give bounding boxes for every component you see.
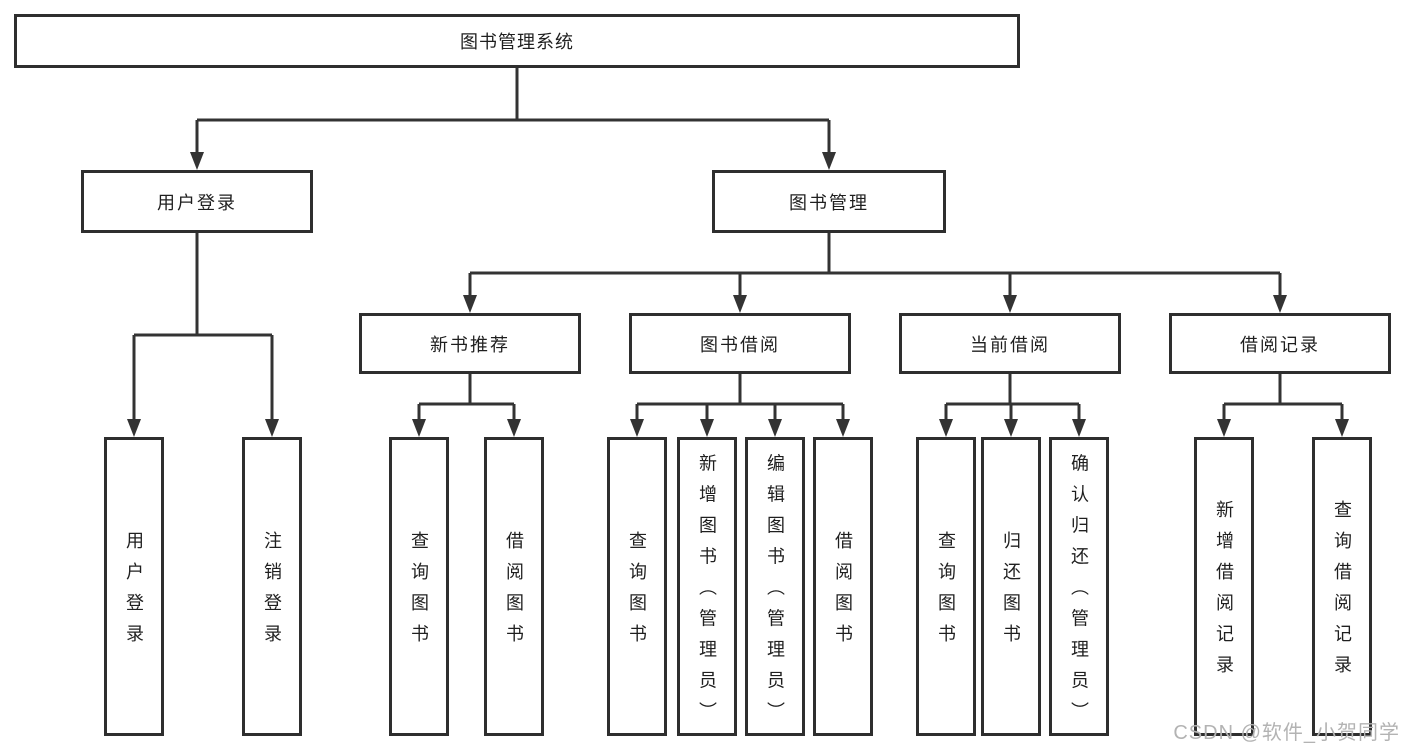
- node-library-management-system: 图书管理系统: [14, 14, 1020, 68]
- leaf-query-books-current: 查询图书: [916, 437, 976, 736]
- leaf-query-borrow-record: 查询借阅记录: [1312, 437, 1372, 736]
- leaf-edit-books-admin: 编辑图书（管理员）: [745, 437, 805, 736]
- leaf-add-borrow-record: 新增借阅记录: [1194, 437, 1254, 736]
- node-label: 借阅图书: [833, 530, 853, 655]
- node-label: 借阅图书: [504, 530, 524, 655]
- node-label: 用户登录: [124, 530, 144, 655]
- node-label: 注销登录: [262, 530, 282, 655]
- node-label: 编辑图书（管理员）: [765, 453, 785, 732]
- node-label: 查询图书: [627, 530, 647, 655]
- node-label: 图书管理: [789, 192, 869, 213]
- leaf-user-login: 用户登录: [104, 437, 164, 736]
- leaf-borrow-books: 借阅图书: [813, 437, 873, 736]
- node-label: 查询图书: [936, 530, 956, 655]
- csdn-watermark: CSDN @软件_小贺同学: [1173, 722, 1400, 744]
- node-label: 新增借阅记录: [1214, 499, 1234, 686]
- node-book-borrow: 图书借阅: [629, 313, 851, 374]
- node-label: 借阅记录: [1240, 334, 1320, 355]
- leaf-logout: 注销登录: [242, 437, 302, 736]
- leaf-query-books-borrow: 查询图书: [607, 437, 667, 736]
- leaf-confirm-return-admin: 确认归还（管理员）: [1049, 437, 1109, 736]
- node-label: 图书管理系统: [460, 32, 574, 52]
- leaf-borrow-books-recommend: 借阅图书: [484, 437, 544, 736]
- node-label: 查询图书: [409, 530, 429, 655]
- node-label: 用户登录: [157, 192, 237, 213]
- node-label: 确认归还（管理员）: [1069, 453, 1089, 732]
- node-label: 归还图书: [1001, 530, 1021, 655]
- node-borrow-records: 借阅记录: [1169, 313, 1391, 374]
- node-label: 查询借阅记录: [1332, 499, 1352, 686]
- node-label: 新书推荐: [430, 334, 510, 355]
- leaf-add-books-admin: 新增图书（管理员）: [677, 437, 737, 736]
- leaf-query-books-recommend: 查询图书: [389, 437, 449, 736]
- node-book-management: 图书管理: [712, 170, 946, 233]
- node-current-borrow: 当前借阅: [899, 313, 1121, 374]
- node-new-book-recommend: 新书推荐: [359, 313, 581, 374]
- node-label: 新增图书（管理员）: [697, 453, 717, 732]
- node-user-login: 用户登录: [81, 170, 313, 233]
- node-label: 当前借阅: [970, 334, 1050, 355]
- leaf-return-books: 归还图书: [981, 437, 1041, 736]
- node-label: 图书借阅: [700, 334, 780, 355]
